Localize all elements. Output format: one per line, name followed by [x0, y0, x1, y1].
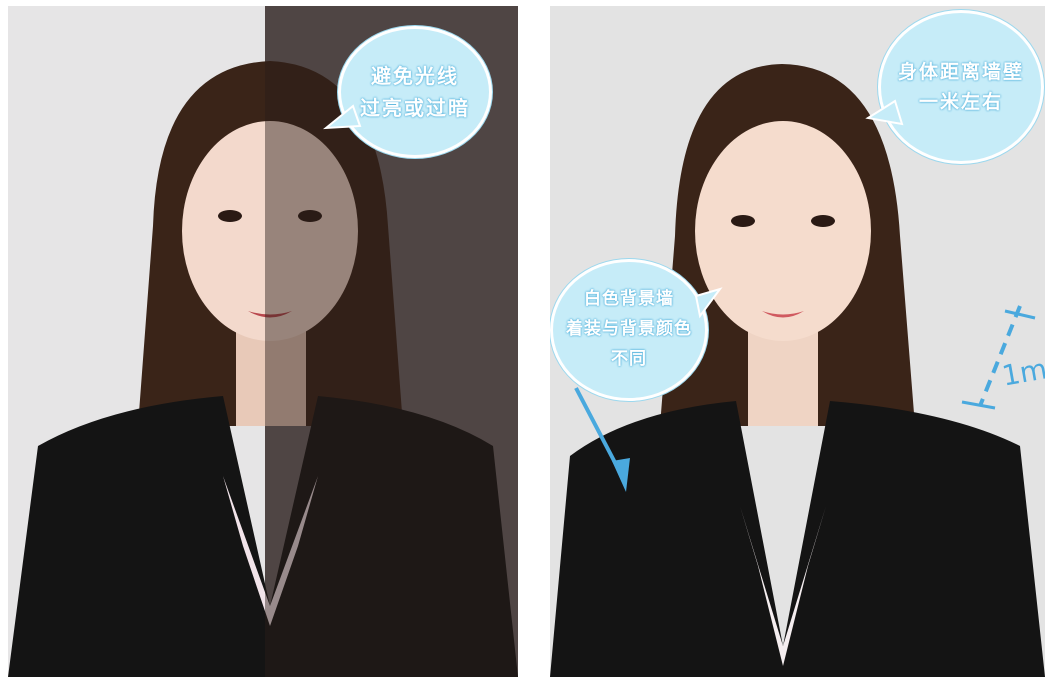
distance-tip-bubble: 身体距离墙壁 一米左右 — [878, 10, 1044, 164]
distance-tip-line2: 一米左右 — [918, 91, 1003, 113]
background-tip-line1: 白色背景墙 — [584, 289, 674, 310]
background-example-photo: 身体距离墙壁 一米左右 白色背景墙 着装与背景颜色 不同 1m — [550, 6, 1045, 677]
portrait-figure-right — [550, 64, 1045, 677]
lighting-example-photo: 避免光线 过亮或过暗 — [8, 6, 518, 677]
background-tip-line3: 不同 — [611, 348, 647, 369]
lighting-tip-bubble: 避免光线 过亮或过暗 — [338, 26, 492, 158]
background-tip-line2: 着装与背景颜色 — [566, 319, 692, 340]
distance-tip-line1: 身体距离墙壁 — [897, 60, 1024, 83]
lighting-tip-line2: 过亮或过暗 — [360, 96, 470, 120]
distance-measure-label: 1m — [999, 352, 1045, 393]
lighting-tip-line1: 避免光线 — [371, 64, 459, 88]
background-tip-bubble: 白色背景墙 着装与背景颜色 不同 — [550, 259, 708, 401]
portrait-figure-left — [8, 6, 518, 677]
